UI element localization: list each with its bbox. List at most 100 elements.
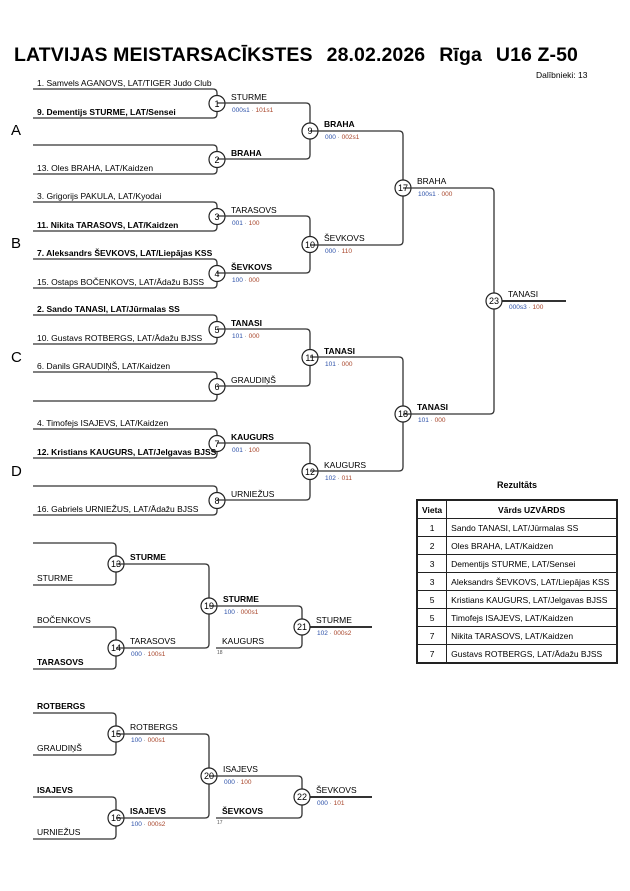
match-number-6: 6 [214, 381, 220, 392]
score-loser: 002s1 [341, 134, 360, 141]
match-score-14: 000 · 100s1 [131, 651, 165, 659]
match-winner-16: ISAJEVS [130, 806, 166, 816]
score-loser: 000 [441, 191, 453, 198]
match-score-4: 100 · 000 [232, 277, 260, 285]
match-number-10: 10 [304, 239, 315, 250]
match-score-18: 101 · 000 [418, 417, 446, 425]
score-separator: · [242, 276, 249, 284]
competitor-entry: 7. Aleksandrs ŠEVKOVS, LAT/Liepājas KSS [37, 248, 213, 258]
results-name: Timofejs ISAJEVS, LAT/Kaidzen [446, 608, 618, 627]
results-name: Nikita TARASOVS, LAT/Kaidzen [446, 626, 618, 645]
match-winner-3: TARASOVS [231, 204, 277, 215]
match-number-12: 12 [304, 466, 315, 477]
match-score-20: 000 · 100 [224, 779, 252, 787]
competitor-entry: 6. Danils GRAUDIŅŠ, LAT/Kaidzen [37, 361, 171, 371]
match-number-4: 4 [214, 268, 220, 279]
score-separator: · [234, 779, 241, 786]
score-separator: · [335, 474, 342, 482]
results-place: 1 [416, 518, 448, 537]
match-circle-23 [485, 292, 503, 310]
results-name: Gustavs ROTBERGS, LAT/Ādažu BJSS [446, 644, 618, 664]
match-score-22: 000 · 101 [317, 800, 345, 808]
match-winner-4: ŠEVKOVS [231, 261, 273, 272]
match-winner-10: ŠEVKOVS [324, 232, 365, 243]
repechage-entry: URNIEŽUS [37, 827, 81, 837]
competitor-entry: 11. Nikita TARASOVS, LAT/Kaidzen [37, 220, 179, 230]
incoming-from-match: 18 [217, 650, 223, 656]
match-winner-19: STURME [223, 594, 259, 604]
score-separator: · [327, 800, 334, 807]
score-loser: 000 [341, 360, 353, 368]
score-winner: 100 [232, 276, 243, 284]
match-number-3: 3 [214, 211, 220, 222]
competitor-entry: 3. Grigorijs PAKULA, LAT/Kyodai [37, 191, 162, 201]
match-winner-5: TANASI [231, 317, 263, 328]
match-score-10: 000 · 110 [325, 248, 352, 256]
results-name: Sando TANASI, LAT/Jūrmalas SS [446, 518, 618, 537]
bracket-match-23 [403, 187, 495, 415]
score-separator: · [335, 247, 342, 255]
match-score-15: 100 · 000s1 [131, 737, 165, 745]
results-place: 7 [416, 644, 448, 664]
score-separator: · [526, 304, 533, 311]
score-loser: 110 [341, 247, 353, 255]
bracket-match-6 [33, 371, 218, 402]
match-score-19: 100 · 000s1 [224, 609, 258, 617]
score-loser: 101 [333, 800, 345, 807]
score-winner: 102 [317, 630, 328, 637]
match-score-7: 001 · 100 [232, 447, 260, 455]
match-number-23: 23 [488, 296, 499, 306]
match-winner-23: TANASI [508, 289, 539, 299]
score-separator: · [428, 417, 435, 424]
repechage-incoming-21: KAUGURS [222, 636, 265, 646]
match-number-21: 21 [296, 622, 307, 632]
match-winner-11: TANASI [324, 345, 356, 356]
score-winner: 000s3 [509, 304, 527, 311]
match-score-12: 102 · 011 [325, 475, 352, 483]
results-place: 3 [416, 554, 448, 573]
score-loser: 100 [240, 779, 252, 786]
group-label-B: B [11, 235, 22, 252]
score-winner: 000 [325, 134, 336, 141]
match-number-16: 16 [110, 813, 121, 823]
score-separator: · [234, 609, 241, 616]
match-number-18: 18 [397, 409, 408, 419]
score-winner: 100 [131, 821, 142, 828]
competition-place: Rīga [439, 44, 482, 66]
score-separator: · [242, 332, 249, 340]
match-score-1: 000s1 · 101s1 [232, 107, 273, 115]
competitor-entry: 15. Ostaps BOČENKOVS, LAT/Ādažu BJSS [37, 277, 205, 287]
score-winner: 000 [224, 779, 235, 786]
score-winner: 000 [131, 651, 142, 658]
match-number-17: 17 [397, 183, 408, 193]
match-score-9: 000 · 002s1 [325, 134, 359, 142]
score-separator: · [335, 134, 342, 141]
match-winner-2: BRAHA [231, 147, 262, 158]
competitor-entry: 1. Samvels AGANOVS, LAT/TIGER Judo Club [37, 78, 212, 88]
score-winner: 102 [325, 474, 336, 482]
match-number-22: 22 [296, 792, 307, 802]
match-number-14: 14 [110, 643, 121, 653]
match-winner-7: KAUGURS [231, 431, 274, 442]
match-winner-18: TANASI [417, 402, 449, 412]
match-score-23: 000s3 · 100 [509, 304, 543, 312]
score-loser: 000 [248, 276, 260, 284]
match-winner-22: ŠEVKOVS [316, 785, 357, 795]
score-winner: 100 [224, 609, 235, 616]
match-winner-21: STURME [316, 615, 352, 625]
match-number-11: 11 [305, 352, 315, 363]
group-label-D: D [11, 463, 22, 480]
group-label-C: C [11, 349, 22, 366]
results-name: Oles BRAHA, LAT/Kaidzen [446, 536, 618, 555]
results-title: Rezultāts [496, 480, 537, 490]
score-loser: 100 [532, 304, 544, 311]
match-winner-17: BRAHA [417, 176, 447, 186]
